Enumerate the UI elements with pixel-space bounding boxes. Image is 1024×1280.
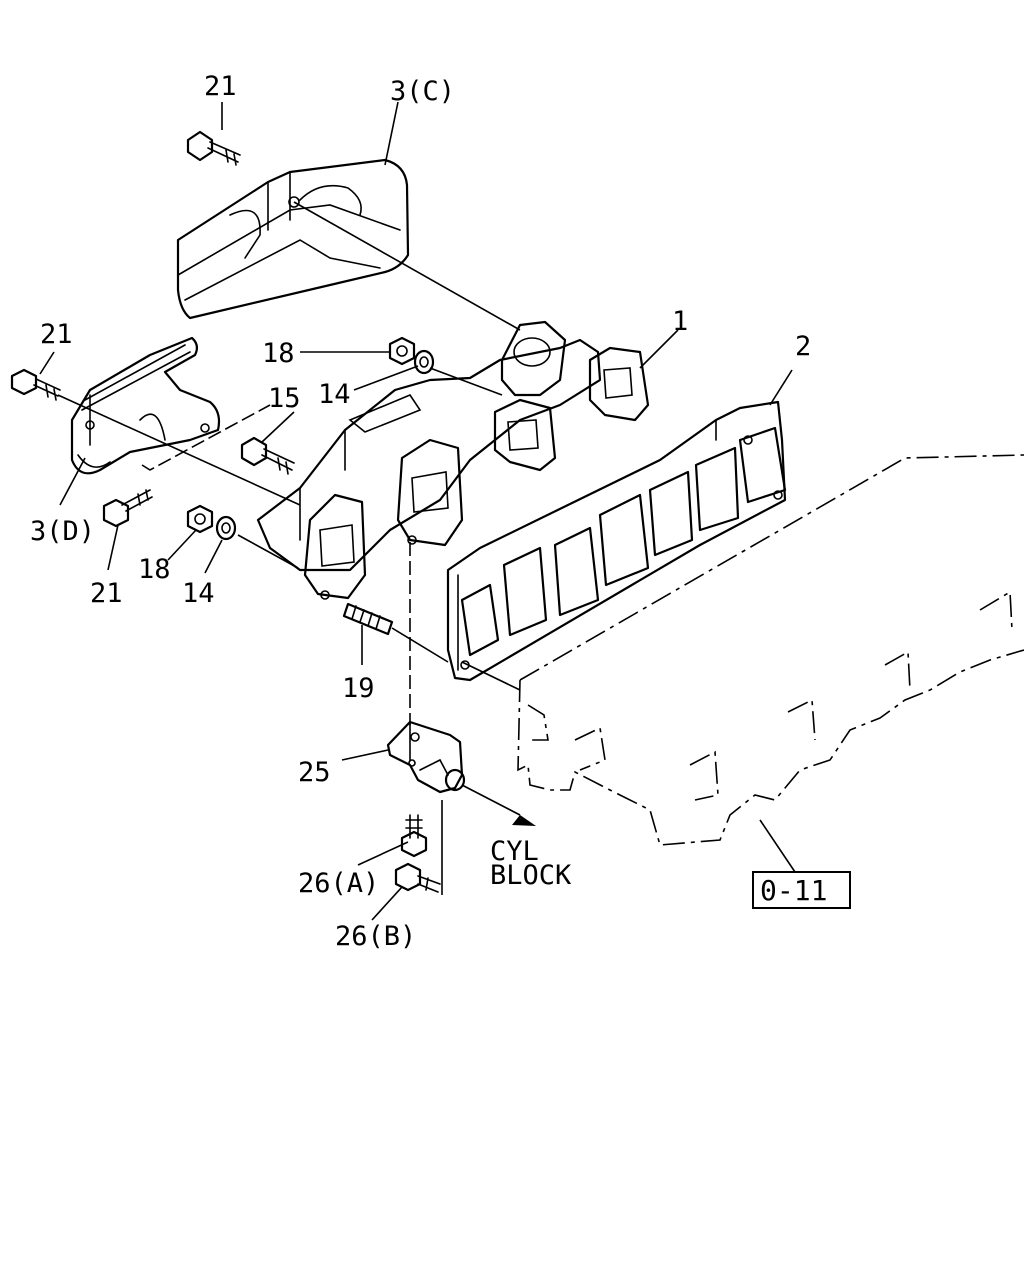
bolt-15 <box>240 436 295 475</box>
heat-shield-upper <box>176 158 410 320</box>
label-part-3c: 3(C) <box>390 76 455 107</box>
reference-box <box>752 871 851 909</box>
label-part-2: 2 <box>795 331 811 362</box>
label-part-1: 1 <box>672 306 688 337</box>
reference-label: 0-11 <box>760 874 827 907</box>
leader-lines <box>39 101 796 921</box>
manifold-gasket <box>446 400 787 682</box>
bolt-26b <box>394 862 441 893</box>
nut-18-lower <box>186 504 214 534</box>
label-part-3d: 3(D) <box>30 516 95 547</box>
cylinder-head-phantom <box>517 454 1024 846</box>
label-part-25: 25 <box>298 757 331 788</box>
heat-shield-lower <box>70 336 221 475</box>
assembly-lines <box>57 201 536 895</box>
washer-14-upper <box>413 349 435 375</box>
exhaust-manifold <box>256 320 650 600</box>
label-part-21-left: 21 <box>40 319 73 350</box>
nut-18-upper <box>388 336 416 366</box>
bolt-21-lower <box>102 489 153 528</box>
label-part-14-upper: 14 <box>318 379 351 410</box>
direction-label-cyl: CYL <box>490 836 539 867</box>
bolt-21-upper <box>186 130 241 166</box>
label-part-15: 15 <box>268 383 301 414</box>
label-part-26a: 26(A) <box>298 868 379 899</box>
bolt-21-left <box>10 368 61 401</box>
label-part-18-upper: 18 <box>262 338 295 369</box>
direction-label-block: BLOCK <box>490 860 572 891</box>
washer-14-lower <box>215 515 237 541</box>
label-part-21-upper: 21 <box>204 71 237 102</box>
bolt-26a <box>400 814 428 858</box>
label-part-26b: 26(B) <box>335 921 416 952</box>
bracket-25 <box>386 720 466 794</box>
label-part-21-lower: 21 <box>90 578 123 609</box>
label-part-14-lower: 14 <box>182 578 215 609</box>
stud-19 <box>342 602 394 636</box>
label-part-19: 19 <box>342 673 375 704</box>
label-part-18-lower: 18 <box>138 554 171 585</box>
